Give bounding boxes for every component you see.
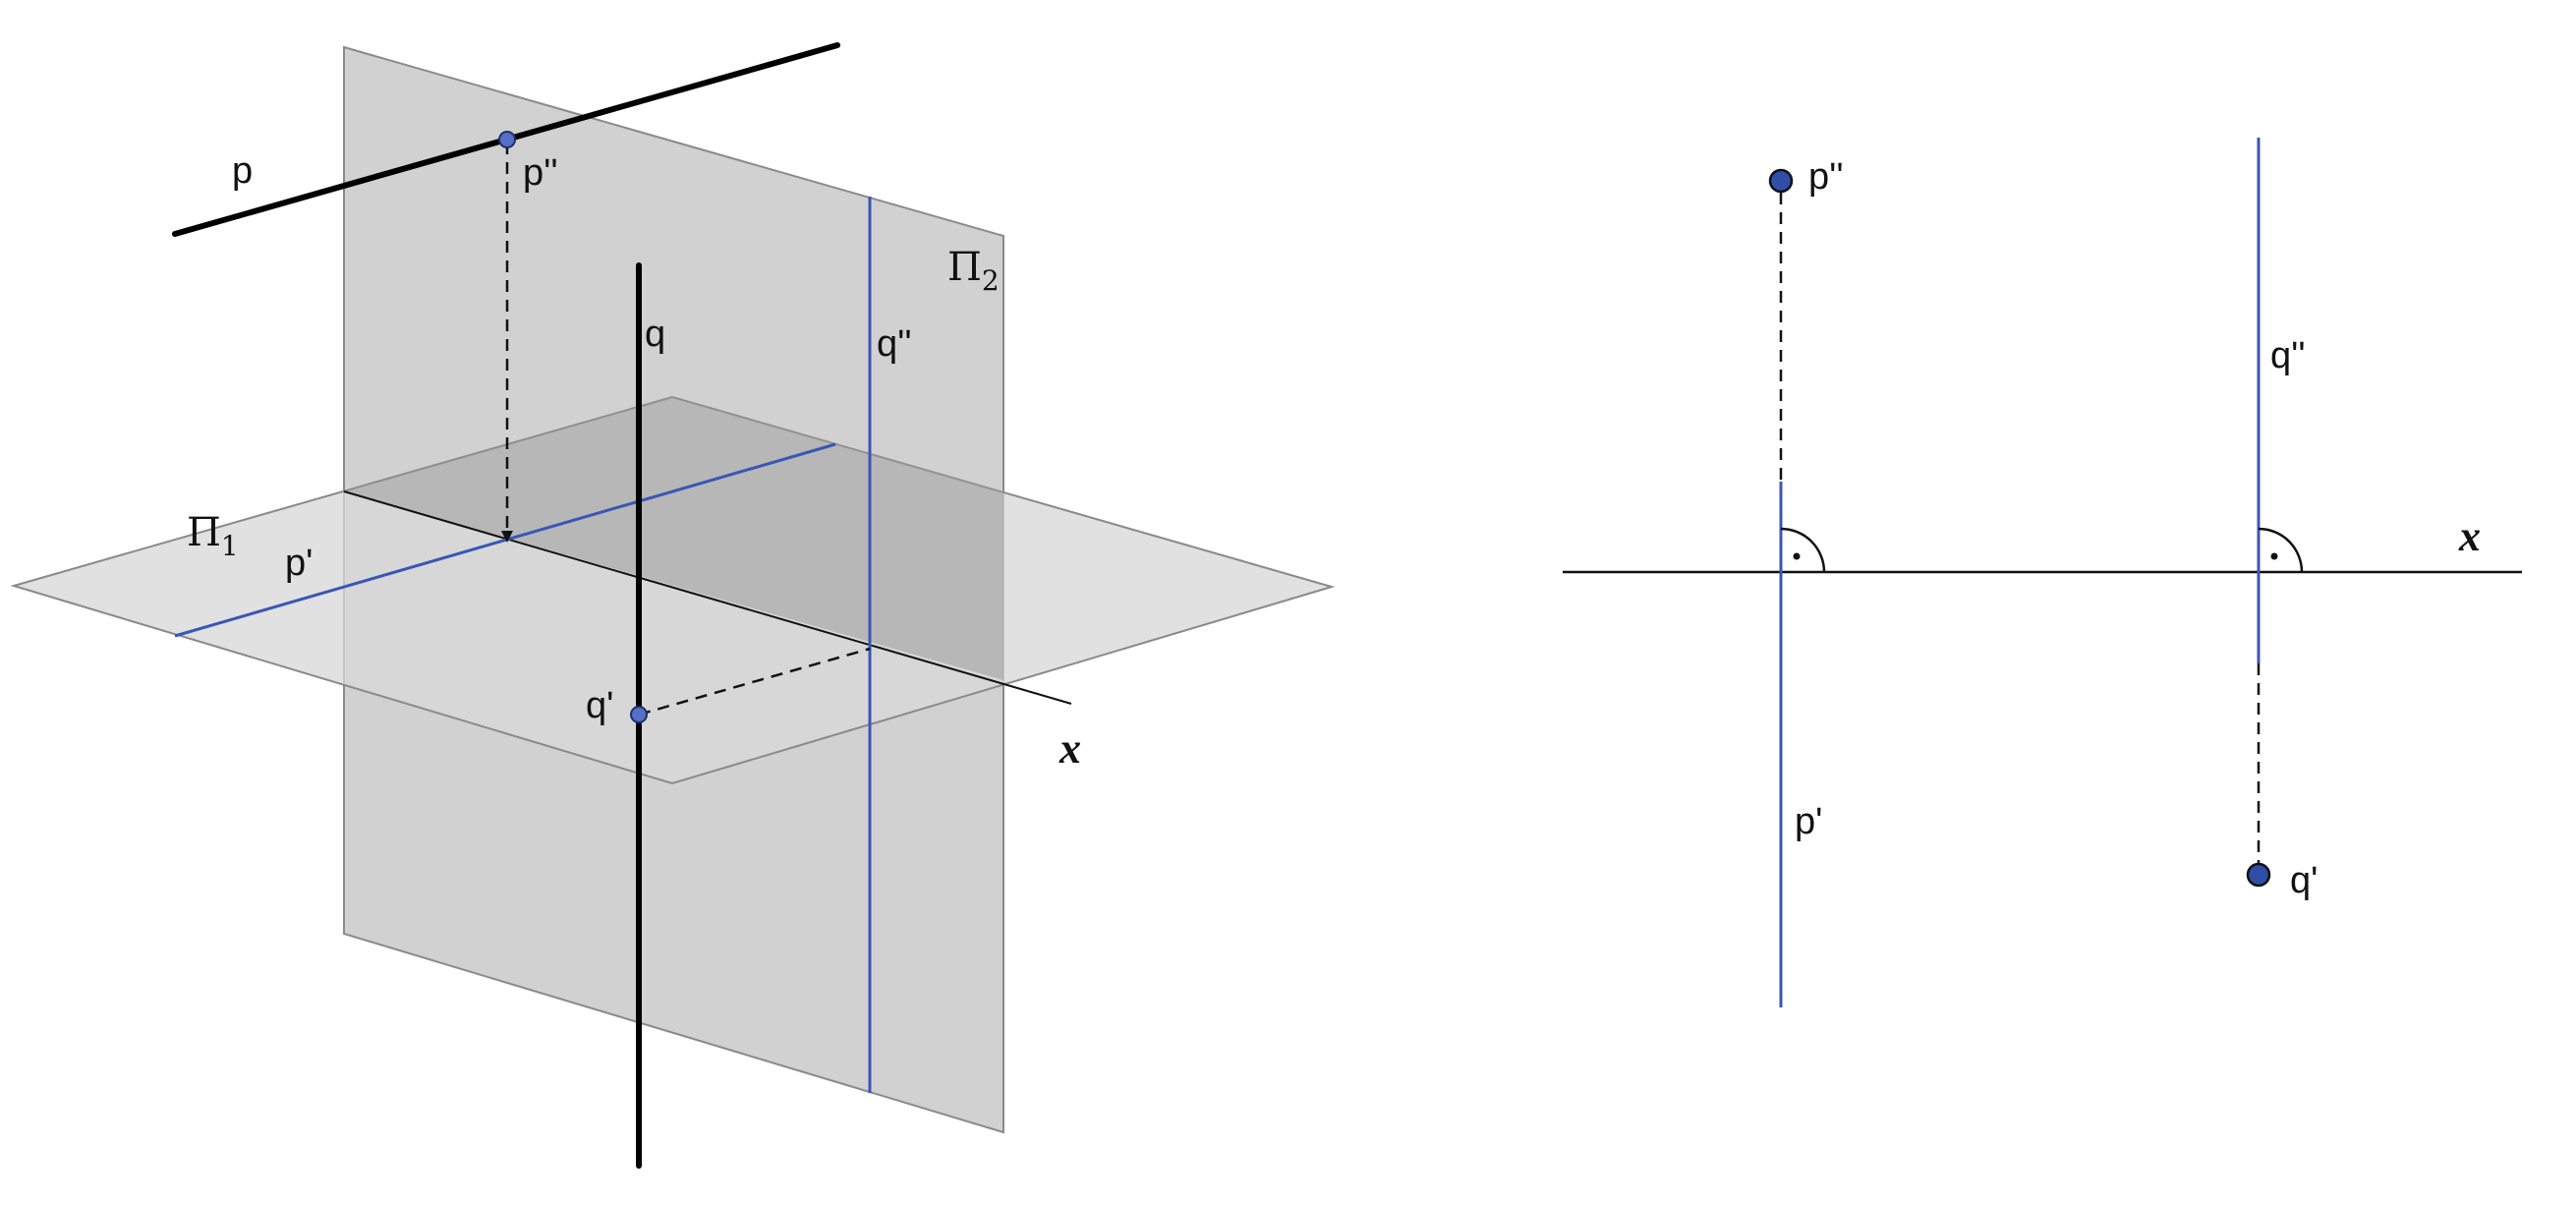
- label-q1: q': [586, 685, 613, 726]
- right-angle-mark-q: [2258, 527, 2304, 573]
- right-angle-dot-q: [2270, 552, 2278, 560]
- label-p: p: [232, 150, 253, 192]
- label-p1-2d: p': [1795, 801, 1822, 842]
- plane-overlap-region: [344, 397, 1003, 680]
- point-p2-3d: [498, 131, 516, 148]
- label-x-2d: x: [2458, 512, 2481, 560]
- label-p1: p': [285, 543, 313, 584]
- label-pi1: Π1: [187, 510, 239, 562]
- label-q2: q'': [877, 323, 912, 365]
- label-p2-2d: p'': [1808, 156, 1844, 198]
- point-q1-2d: [2246, 862, 2271, 888]
- right-angle-mark-p: [1780, 527, 1826, 573]
- projector-q-dashed: [638, 647, 871, 717]
- point-p2-2d: [1768, 168, 1794, 194]
- label-p2: p'': [523, 152, 558, 194]
- point-q1-3d: [630, 706, 648, 723]
- axis-x-3d: [343, 490, 1072, 705]
- label-pi2: Π2: [947, 245, 1000, 297]
- left-3d-view: p p'' q q'' p' q' Π1 Π2 x: [10, 42, 1336, 1169]
- label-q2-2d: q'': [2270, 335, 2306, 376]
- label-q: q: [645, 314, 665, 355]
- right-angle-dot-p: [1793, 552, 1801, 560]
- right-monge-view: p'' q'' p' q' x: [1563, 138, 2522, 1007]
- label-x-3d: x: [1059, 724, 1081, 773]
- label-q1-2d: q': [2290, 860, 2318, 901]
